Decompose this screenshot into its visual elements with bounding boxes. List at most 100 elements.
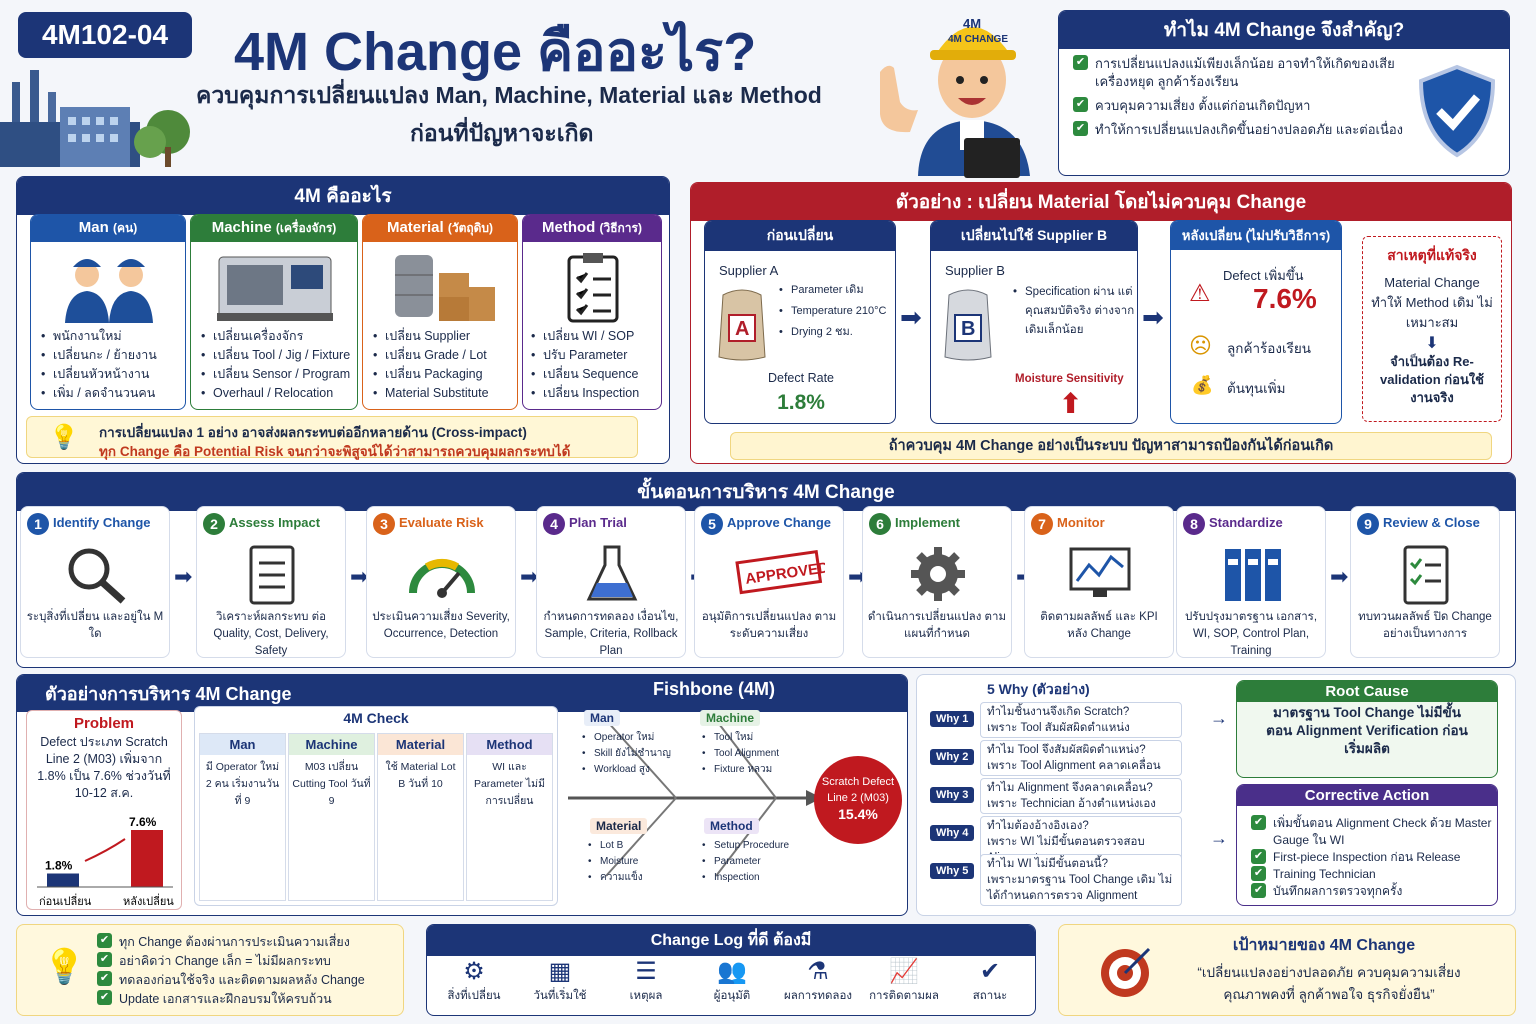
monitor-chart-icon: 📈 bbox=[889, 958, 919, 985]
problem-bar bbox=[47, 873, 79, 887]
helmet-text: 4M CHANGE bbox=[948, 34, 1008, 45]
fish-item: ความแข็ง bbox=[586, 870, 696, 886]
why-answer: เพราะ Technician อ้างตำแหน่งเอง bbox=[987, 798, 1156, 810]
step-number: 8 bbox=[1183, 513, 1205, 535]
arrow-icon: → bbox=[1210, 828, 1228, 848]
step-title: Assess Impact bbox=[229, 515, 321, 530]
fourm-item: เปลี่ยน Supplier bbox=[371, 327, 517, 346]
change-item: Specification ผ่าน แต่คุณสมบัติจริง ต่าง… bbox=[1011, 283, 1135, 340]
problem-box: Problem Defect ประเภท Scratch Line 2 (M0… bbox=[26, 710, 182, 910]
arrow-icon: ➡ bbox=[1142, 302, 1164, 332]
document-icon: ☰ bbox=[635, 958, 657, 985]
tip-item: Update เอกสารและฝึกอบรมให้ครบถ้วน bbox=[97, 990, 397, 1009]
fourm-item: เปลี่ยน Inspection bbox=[529, 384, 661, 403]
why-question: ทำไมชิ้นงานจึงเกิด Scratch? bbox=[987, 706, 1130, 718]
tip-item: ทดลองก่อนใช้จริง และติดตามผลหลัง Change bbox=[97, 971, 397, 990]
step-title: Evaluate Risk bbox=[399, 515, 484, 530]
before-item: Temperature 210°C bbox=[777, 302, 895, 321]
why-badge: Why 2 bbox=[930, 749, 975, 765]
fourm-title: 4M คืออะไร bbox=[17, 177, 669, 215]
cnc-machine-icon bbox=[217, 256, 333, 321]
fourm-col-name: Machine bbox=[211, 219, 272, 236]
cost-label: ต้นทุนเพิ่ม bbox=[1227, 381, 1286, 396]
check-value: มี Operator ใหม่ 2 คน เริ่มงานวันที่ 9 bbox=[205, 761, 280, 807]
action-item: เพิ่มขั้นตอน Alignment Check ด้วย Master… bbox=[1251, 815, 1497, 849]
why-important-panel: ทำไม 4M Change จึงสำคัญ? การเปลี่ยนแปลงแ… bbox=[1058, 10, 1510, 176]
check-value: ใช้ Material Lot B วันที่ 10 bbox=[385, 761, 456, 790]
page-title: 4M Change คืออะไร? bbox=[234, 22, 757, 82]
fish-method-label: Method bbox=[704, 818, 759, 834]
step-icon bbox=[1065, 543, 1135, 605]
why-badge: Why 5 bbox=[930, 863, 975, 879]
why-important-title: ทำไม 4M Change จึงสำคัญ? bbox=[1059, 11, 1509, 49]
problem-axis-label: ก่อนเปลี่ยน bbox=[39, 893, 92, 908]
bag-letter: B bbox=[961, 318, 975, 340]
root-cause-box: สาเหตุที่แท้จริง Material Change ทำให้ M… bbox=[1362, 236, 1502, 422]
fourm-check-title: 4M Check bbox=[343, 710, 409, 726]
fourm-item: เปลี่ยน Sequence bbox=[529, 365, 661, 384]
problem-bar bbox=[131, 830, 163, 887]
why-question: ทำไม WI ไม่มีขั้นตอนนี้? bbox=[987, 858, 1109, 870]
why-item: การเปลี่ยนแปลงแม้เพียงเล็กน้อย อาจทำให้เ… bbox=[1073, 55, 1403, 91]
problem-bar-label: 7.6% bbox=[129, 815, 157, 829]
fourm-col-th: (วิธีการ) bbox=[599, 221, 642, 235]
cross-impact-line1: การเปลี่ยนแปลง 1 อย่าง อาจส่งผลกระทบต่ออ… bbox=[99, 425, 527, 440]
fourm-item: เปลี่ยน Packaging bbox=[371, 365, 517, 384]
fourm-item: Overhaul / Relocation bbox=[199, 384, 357, 403]
why-badge: Why 1 bbox=[930, 711, 975, 727]
problem-desc: Defect ประเภท Scratch Line 2 (M03) เพิ่ม… bbox=[37, 735, 171, 800]
log-label: ผู้อนุมัติ bbox=[713, 990, 751, 1002]
fish-material-label: Material bbox=[590, 818, 648, 834]
page-subtitle-2: ก่อนที่ปัญหาจะเกิด bbox=[410, 120, 594, 146]
before-item: Parameter เดิม bbox=[777, 281, 895, 300]
step-desc: ระบุสิ่งที่เปลี่ยน และอยู่ใน M ใด bbox=[26, 611, 164, 640]
cross-impact-line2: ทุก Change คือ Potential Risk จนกว่าจะพิ… bbox=[99, 444, 571, 459]
after-card: หลังเปลี่ยน (ไม่ปรับวิธีการ) Defect เพิ่… bbox=[1170, 220, 1342, 424]
tips-panel: 💡 ทุก Change ต้องผ่านการประเมินความเสี่ย… bbox=[16, 924, 404, 1016]
log-label: ผลการทดลอง bbox=[783, 990, 852, 1002]
fourm-item: เปลี่ยนกะ / ย้ายงาน bbox=[39, 346, 185, 365]
drums-boxes-icon bbox=[395, 255, 495, 321]
fish-head-line: Scratch Defect bbox=[821, 776, 895, 788]
check-value: M03 เปลี่ยน Cutting Tool วันที่ 9 bbox=[292, 761, 371, 807]
step-number: 5 bbox=[701, 513, 723, 535]
log-label: เหตุผล bbox=[629, 990, 663, 1002]
corrective-action-card: Corrective Action เพิ่มขั้นตอน Alignment… bbox=[1236, 784, 1498, 906]
goal-line: “เปลี่ยนแปลงอย่างปลอดภัย ควบคุมความเสี่ย… bbox=[1197, 965, 1461, 980]
fish-item: Skill ยังไม่ชำนาญ bbox=[580, 746, 700, 762]
fourm-item: เพิ่ม / ลดจำนวนคน bbox=[39, 384, 185, 403]
check-header: Man bbox=[200, 734, 285, 755]
arrow-icon: ➡ bbox=[174, 564, 193, 589]
step-desc: ปรับปรุงมาตรฐาน เอกสาร, WI, SOP, Control… bbox=[1184, 611, 1318, 657]
defect-rate-label: Defect Rate bbox=[767, 371, 834, 385]
change-log-panel: Change Log ที่ดี ต้องมี ⚙สิ่งที่เปลี่ยน▦… bbox=[426, 924, 1036, 1016]
change-title: เปลี่ยนไปใช้ Supplier B bbox=[931, 221, 1137, 251]
supplier-b-label: Supplier B bbox=[945, 263, 1005, 278]
complaint-label: ลูกค้าร้องเรียน bbox=[1227, 341, 1312, 356]
fishbone-title: Fishbone (4M) bbox=[653, 679, 775, 699]
why-answer: เพราะมาตรฐาน Tool Change เดิม ไม่ได้กำหน… bbox=[987, 874, 1173, 902]
goal-title: เป้าหมายของ 4M Change bbox=[1232, 937, 1416, 954]
arrow-up-icon: ⬆ bbox=[1059, 388, 1083, 419]
step-number: 1 bbox=[27, 513, 49, 535]
why-badge: Why 3 bbox=[930, 787, 975, 803]
fish-item: Operator ใหม่ bbox=[580, 730, 700, 746]
log-label: วันที่เริ่มใช้ bbox=[533, 990, 587, 1002]
why-answer: เพราะ Tool Alignment คลาดเคลื่อน bbox=[987, 760, 1161, 772]
gear-icon: ⚙ bbox=[463, 958, 485, 985]
fish-item: Setup Procedure bbox=[700, 838, 820, 854]
before-card: ก่อนเปลี่ยน Supplier A A Parameter เดิม … bbox=[704, 220, 896, 424]
log-label: สิ่งที่เปลี่ยน bbox=[447, 990, 501, 1002]
step-icon: APPROVED bbox=[735, 543, 830, 605]
arrow-icon: ➡ bbox=[350, 564, 369, 589]
fourm-item: เปลี่ยน WI / SOP bbox=[529, 327, 661, 346]
log-item: 📈การติดตามผล bbox=[861, 957, 947, 1005]
step-icon bbox=[903, 543, 973, 605]
